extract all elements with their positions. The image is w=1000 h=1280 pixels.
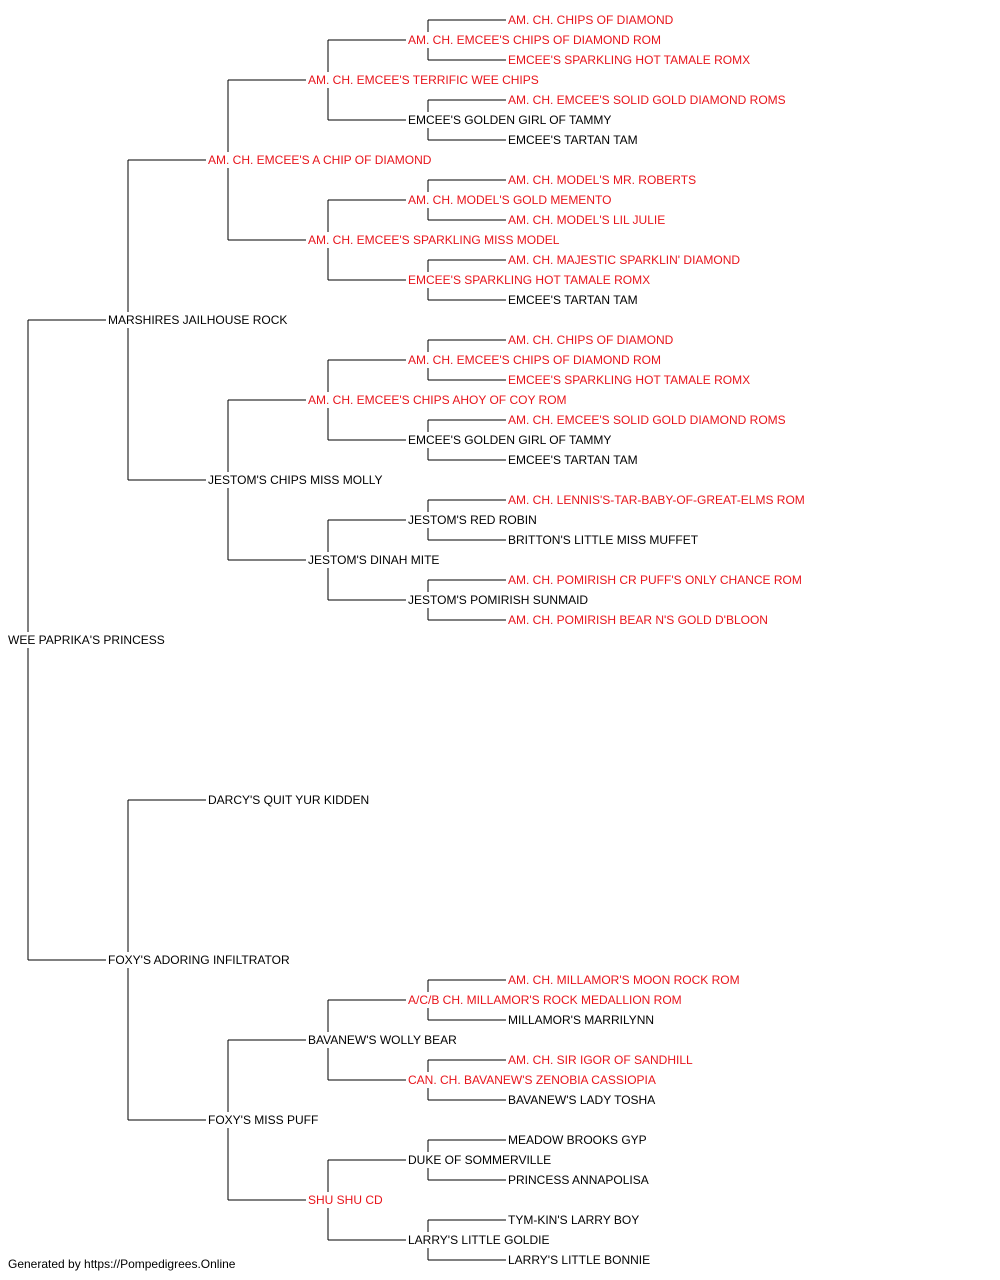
pedigree-entry-dam[interactable]: AM. CH. MODEL'S LIL JULIE	[508, 213, 666, 227]
pedigree-entry-dam[interactable]: LARRY'S LITTLE BONNIE	[508, 1253, 651, 1267]
pedigree-entry-sire[interactable]: A/C/B CH. MILLAMOR'S ROCK MEDALLION ROM	[408, 993, 682, 1007]
pedigree-entry-dam[interactable]: LARRY'S LITTLE GOLDIE	[408, 1233, 550, 1247]
pedigree-entry-dam[interactable]: FOXY'S ADORING INFILTRATOR	[108, 953, 290, 967]
pedigree-entry-sire[interactable]: BAVANEW'S WOLLY BEAR	[308, 1033, 457, 1047]
pedigree-entry-dam[interactable]: JESTOM'S DINAH MITE	[308, 553, 440, 567]
pedigree-entry-sire[interactable]: AM. CH. POMIRISH CR PUFF'S ONLY CHANCE R…	[508, 573, 802, 587]
pedigree-entry-sire[interactable]: AM. CH. EMCEE'S A CHIP OF DIAMOND	[208, 153, 432, 167]
pedigree-entry-sire[interactable]: AM. CH. SIR IGOR OF SANDHILL	[508, 1053, 693, 1067]
pedigree-entry-sire[interactable]: AM. CH. CHIPS OF DIAMOND	[508, 13, 674, 27]
pedigree-entry-dam[interactable]: AM. CH. POMIRISH BEAR N'S GOLD D'BLOON	[508, 613, 768, 627]
pedigree-entry-dam[interactable]: AM. CH. EMCEE'S SPARKLING MISS MODEL	[308, 233, 560, 247]
pedigree-entry-sire[interactable]: AM. CH. EMCEE'S SOLID GOLD DIAMOND ROMS	[508, 413, 786, 427]
pedigree-entry-sire[interactable]: DARCY'S QUIT YUR KIDDEN	[208, 793, 370, 807]
pedigree-entry-sire[interactable]: AM. CH. EMCEE'S SOLID GOLD DIAMOND ROMS	[508, 93, 786, 107]
pedigree-entry-dam[interactable]: EMCEE'S SPARKLING HOT TAMALE ROMX	[508, 53, 751, 67]
pedigree-entry-dam[interactable]: BAVANEW'S LADY TOSHA	[508, 1093, 656, 1107]
pedigree-entry-sire[interactable]: AM. CH. EMCEE'S CHIPS AHOY OF COY ROM	[308, 393, 567, 407]
pedigree-entry-dam[interactable]: EMCEE'S GOLDEN GIRL OF TAMMY	[408, 113, 612, 127]
pedigree-entry-sire[interactable]: AM. CH. LENNIS'S-TAR-BABY-OF-GREAT-ELMS …	[508, 493, 805, 507]
generator-credit: Generated by https://Pompedigrees.Online	[8, 1257, 236, 1271]
pedigree-entry-dam[interactable]: JESTOM'S POMIRISH SUNMAID	[408, 593, 589, 607]
pedigree-entry-sire[interactable]: JESTOM'S RED ROBIN	[408, 513, 537, 527]
pedigree-entry-sire[interactable]: MARSHIRES JAILHOUSE ROCK	[108, 313, 288, 327]
pedigree-entry-dam[interactable]: FOXY'S MISS PUFF	[208, 1113, 319, 1127]
pedigree-entry-dam[interactable]: EMCEE'S TARTAN TAM	[508, 133, 638, 147]
pedigree-entry-sire[interactable]: AM. CH. EMCEE'S TERRIFIC WEE CHIPS	[308, 73, 539, 87]
pedigree-entry-sire[interactable]: AM. CH. MILLAMOR'S MOON ROCK ROM	[508, 973, 740, 987]
pedigree-entry-dam[interactable]: MILLAMOR'S MARRILYNN	[508, 1013, 655, 1027]
pedigree-entry-dam[interactable]: BRITTON'S LITTLE MISS MUFFET	[508, 533, 699, 547]
pedigree-entry-sire[interactable]: AM. CH. EMCEE'S CHIPS OF DIAMOND ROM	[408, 353, 661, 367]
pedigree-entry-dam[interactable]: EMCEE'S TARTAN TAM	[508, 293, 638, 307]
pedigree-entry-dam[interactable]: CAN. CH. BAVANEW'S ZENOBIA CASSIOPIA	[408, 1073, 656, 1087]
pedigree-entry-dam[interactable]: EMCEE'S GOLDEN GIRL OF TAMMY	[408, 433, 612, 447]
pedigree-entry-dam[interactable]: EMCEE'S SPARKLING HOT TAMALE ROMX	[408, 273, 651, 287]
pedigree-entry-subject[interactable]: WEE PAPRIKA'S PRINCESS	[8, 633, 165, 647]
pedigree-entry-dam[interactable]: EMCEE'S TARTAN TAM	[508, 453, 638, 467]
pedigree-entry-sire[interactable]: MEADOW BROOKS GYP	[508, 1133, 647, 1147]
pedigree-entry-sire[interactable]: DUKE OF SOMMERVILLE	[408, 1153, 552, 1167]
pedigree-entry-sire[interactable]: AM. CH. EMCEE'S CHIPS OF DIAMOND ROM	[408, 33, 661, 47]
pedigree-entry-dam[interactable]: SHU SHU CD	[308, 1193, 383, 1207]
pedigree-entry-sire[interactable]: AM. CH. MAJESTIC SPARKLIN' DIAMOND	[508, 253, 741, 267]
pedigree-entry-dam[interactable]: EMCEE'S SPARKLING HOT TAMALE ROMX	[508, 373, 751, 387]
pedigree-entry-dam[interactable]: JESTOM'S CHIPS MISS MOLLY	[208, 473, 383, 487]
pedigree-entry-sire[interactable]: AM. CH. CHIPS OF DIAMOND	[508, 333, 674, 347]
pedigree-entry-sire[interactable]: AM. CH. MODEL'S GOLD MEMENTO	[408, 193, 612, 207]
pedigree-entry-sire[interactable]: TYM-KIN'S LARRY BOY	[508, 1213, 640, 1227]
pedigree-entry-sire[interactable]: AM. CH. MODEL'S MR. ROBERTS	[508, 173, 697, 187]
pedigree-entry-dam[interactable]: PRINCESS ANNAPOLISA	[508, 1173, 649, 1187]
